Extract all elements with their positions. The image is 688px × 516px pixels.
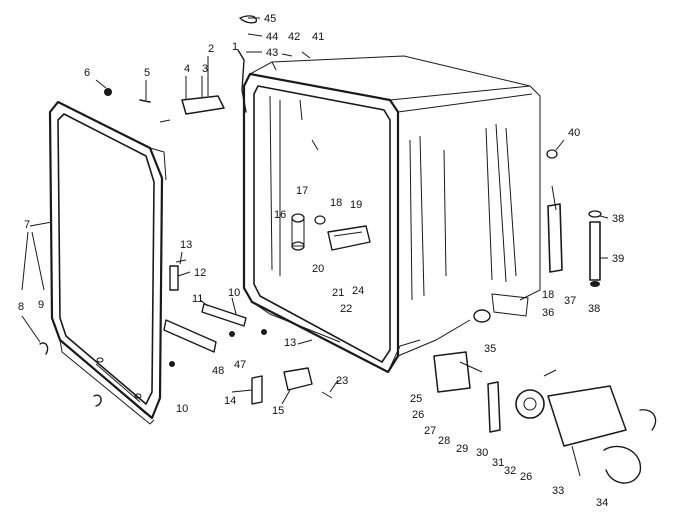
part-label-45: 45 <box>264 13 276 25</box>
part-label-3: 3 <box>202 63 208 75</box>
part-label-42: 42 <box>288 31 300 43</box>
door-frame <box>48 100 167 425</box>
part-label-10a: 10 <box>228 287 240 299</box>
part-label-48: 48 <box>212 365 224 377</box>
part-label-47: 47 <box>234 359 246 371</box>
part-label-6: 6 <box>84 67 90 79</box>
part-label-30: 30 <box>476 447 488 459</box>
part-label-28: 28 <box>438 435 450 447</box>
part-label-9: 9 <box>38 299 44 311</box>
part-label-29: 29 <box>456 443 468 455</box>
part-label-15: 15 <box>272 405 284 417</box>
part-label-27: 27 <box>424 425 436 437</box>
part-label-13b: 13 <box>284 337 296 349</box>
tub-assembly <box>242 55 541 374</box>
part-label-20: 20 <box>312 263 324 275</box>
part-label-24: 24 <box>352 285 364 297</box>
part-label-11: 11 <box>192 293 203 305</box>
part-label-12: 12 <box>194 267 206 279</box>
small-hardware <box>39 15 333 407</box>
part-label-25: 25 <box>410 393 422 405</box>
part-label-10b: 10 <box>176 403 188 415</box>
part-label-35: 35 <box>484 343 496 355</box>
part-label-8: 8 <box>18 301 24 313</box>
part-label-23: 23 <box>336 375 348 387</box>
part-label-26a: 26 <box>412 409 424 421</box>
part-label-1: 1 <box>232 41 238 53</box>
part-label-14: 14 <box>224 395 236 407</box>
part-label-34: 34 <box>596 497 608 509</box>
part-label-39: 39 <box>612 253 624 265</box>
part-label-31: 31 <box>492 457 504 469</box>
part-label-38a: 38 <box>612 213 624 225</box>
part-label-13a: 13 <box>180 239 192 251</box>
leader-lines <box>21 17 609 405</box>
right-components <box>433 149 657 484</box>
part-label-36: 36 <box>542 307 554 319</box>
part-label-7: 7 <box>24 219 30 231</box>
part-label-33: 33 <box>552 485 564 497</box>
part-label-18b: 18 <box>542 289 554 301</box>
part-label-26b: 26 <box>520 471 532 483</box>
part-label-17: 17 <box>296 185 308 197</box>
part-label-18a: 18 <box>330 197 342 209</box>
part-label-16: 16 <box>274 209 286 221</box>
part-label-32: 32 <box>504 465 516 477</box>
part-label-4: 4 <box>184 63 190 75</box>
part-label-19: 19 <box>350 199 362 211</box>
part-label-22: 22 <box>340 303 352 315</box>
part-label-41: 41 <box>312 31 324 43</box>
part-label-5: 5 <box>144 67 150 79</box>
part-label-21: 21 <box>332 287 344 299</box>
part-labels: 45 44 43 42 41 1 2 3 4 5 6 7 8 9 10 10 1… <box>18 13 624 509</box>
part-label-38b: 38 <box>588 303 600 315</box>
part-label-37: 37 <box>564 295 576 307</box>
part-label-44: 44 <box>266 31 278 43</box>
part-label-2: 2 <box>208 43 214 55</box>
part-label-40: 40 <box>568 127 580 139</box>
part-label-43: 43 <box>266 47 278 59</box>
